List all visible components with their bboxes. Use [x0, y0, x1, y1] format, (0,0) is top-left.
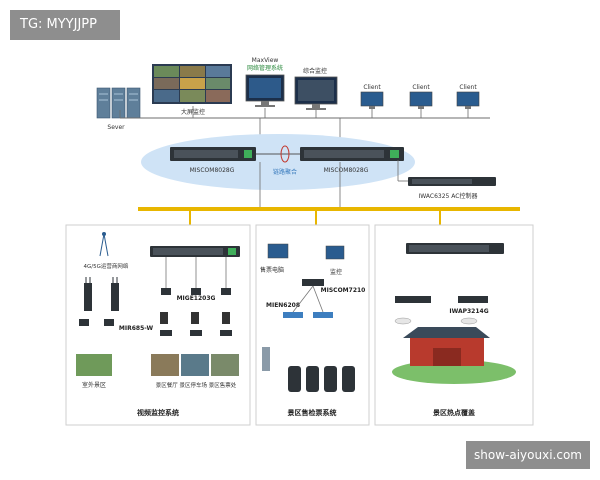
link-aggregation-label: 链路聚合 — [273, 168, 297, 176]
maxview-title: MaxView — [252, 57, 279, 64]
scenic-photo — [211, 354, 239, 376]
monitor-icon — [245, 74, 285, 107]
ticket-pc-label: 售票电脑 — [260, 266, 284, 274]
monitor-icon — [294, 76, 338, 110]
connector-line — [292, 285, 314, 313]
core-switch-icon — [150, 246, 240, 257]
core-switch-icon — [406, 243, 504, 254]
core-aggregation-zone — [141, 134, 415, 190]
core-switch-icon — [170, 147, 256, 161]
monitor-pc-label: 监控 — [330, 268, 342, 276]
ap-model-label: IWAP3214G — [449, 308, 488, 315]
video-wall-icon — [152, 64, 232, 104]
router-model-label: MIR685-W — [119, 325, 154, 332]
ac-controller-label: IWAC6325 AC控制器 — [419, 192, 478, 200]
client-label: Client — [363, 84, 381, 91]
ac-controller-icon — [408, 177, 496, 186]
video-surveillance-panel — [65, 224, 251, 426]
client-pc-icon — [360, 91, 384, 109]
watermark-bottom: show-aiyouxi.com — [466, 441, 590, 469]
core-switch-right-label: MISCOM8028G — [324, 167, 369, 174]
backbone-bus — [138, 207, 520, 211]
core-switch-left-label: MISCOM8028G — [190, 167, 235, 174]
client-label: Client — [412, 84, 430, 91]
ticket-panel-title: 景区售检票系统 — [287, 408, 337, 417]
tower-icon — [99, 232, 109, 257]
switch-icon — [302, 279, 324, 286]
scenic-photo — [181, 354, 209, 376]
core-switch-icon — [300, 147, 404, 161]
wifi-panel-title: 景区热点覆盖 — [432, 408, 475, 417]
server-rack-icon — [96, 87, 141, 119]
link-aggregation-marker — [280, 145, 290, 163]
pc-icon — [267, 243, 345, 260]
palace-illustration — [392, 327, 516, 384]
ticket-switch-left-label: MIEN6208 — [266, 302, 300, 309]
ticket-switch-label: MISCOM7210 — [321, 287, 366, 294]
client-label: Client — [459, 84, 477, 91]
switch-icon — [395, 296, 488, 303]
access-point-icon — [394, 317, 478, 325]
scenic-photo — [151, 354, 179, 376]
switch-icon — [283, 312, 333, 318]
wireless-network-label: 4G/5G运营商网络 — [84, 262, 129, 270]
connector-line — [312, 285, 324, 313]
scenic-places-label: 景区餐厅 景区停车场 景区售票处 — [156, 381, 237, 389]
maxview-subtitle: 网络管理系统 — [247, 64, 283, 72]
client-pc-icon — [456, 91, 480, 109]
wifi-coverage-panel — [374, 224, 534, 426]
camera-icon — [79, 288, 232, 336]
monitor-title: 综合监控 — [303, 67, 327, 75]
client-pc-icon — [409, 91, 433, 109]
switch-model-label: MIGE1203G — [177, 295, 216, 302]
scenic-photo — [76, 354, 112, 376]
watermark-top: TG: MYYJJPP — [10, 10, 120, 40]
outdoor-area-label: 室外景区 — [82, 381, 106, 389]
video-panel-title: 视频监控系统 — [137, 408, 179, 417]
turnstile-icon — [262, 347, 355, 392]
server-label: Sever — [107, 124, 125, 131]
router-icon — [84, 277, 119, 311]
